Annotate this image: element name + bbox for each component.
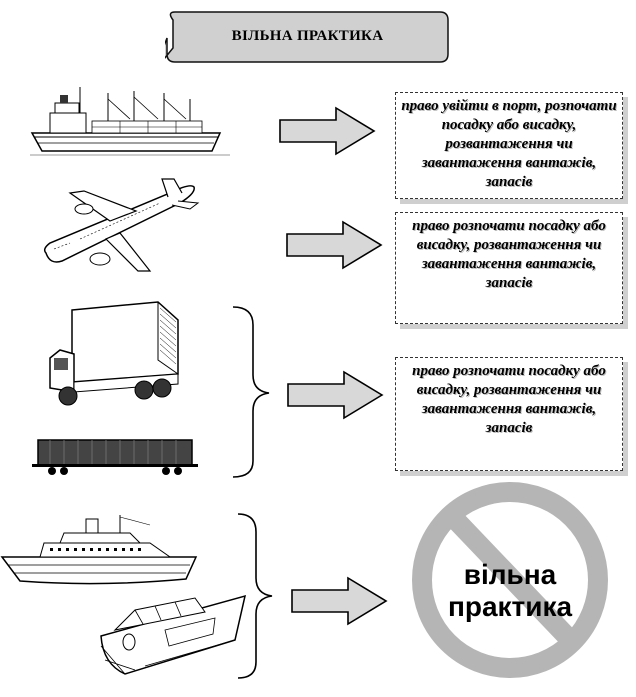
freedom-box-sea: право увійти в порт, розпочати посадку а…	[395, 92, 623, 199]
arrow-4-icon	[291, 576, 388, 626]
arrow-1-icon	[279, 106, 376, 156]
title-bubble: ВІЛЬНА ПРАКТИКА	[165, 10, 450, 65]
no-sign-label-line2: практика	[447, 591, 573, 622]
cargo-ship-icon	[30, 87, 230, 156]
freedom-box-air: право розпочати посадку або висадку, роз…	[395, 212, 623, 324]
yacht-icon	[100, 594, 247, 675]
diagram-title: ВІЛЬНА ПРАКТИКА	[231, 28, 384, 44]
bracket-water-icon	[237, 513, 273, 679]
no-sign-label-line1: вільна	[463, 559, 557, 590]
truck-icon	[49, 301, 179, 406]
cruise-ship-icon	[0, 515, 198, 585]
arrow-3-icon	[287, 370, 384, 420]
airplane-icon	[43, 178, 200, 272]
bracket-land-icon	[232, 306, 270, 478]
freedom-box-land: право розпочати посадку або висадку, роз…	[395, 357, 623, 471]
no-sign-icon	[412, 482, 608, 678]
arrow-2-icon	[286, 220, 383, 270]
railcar-icon	[32, 439, 198, 475]
